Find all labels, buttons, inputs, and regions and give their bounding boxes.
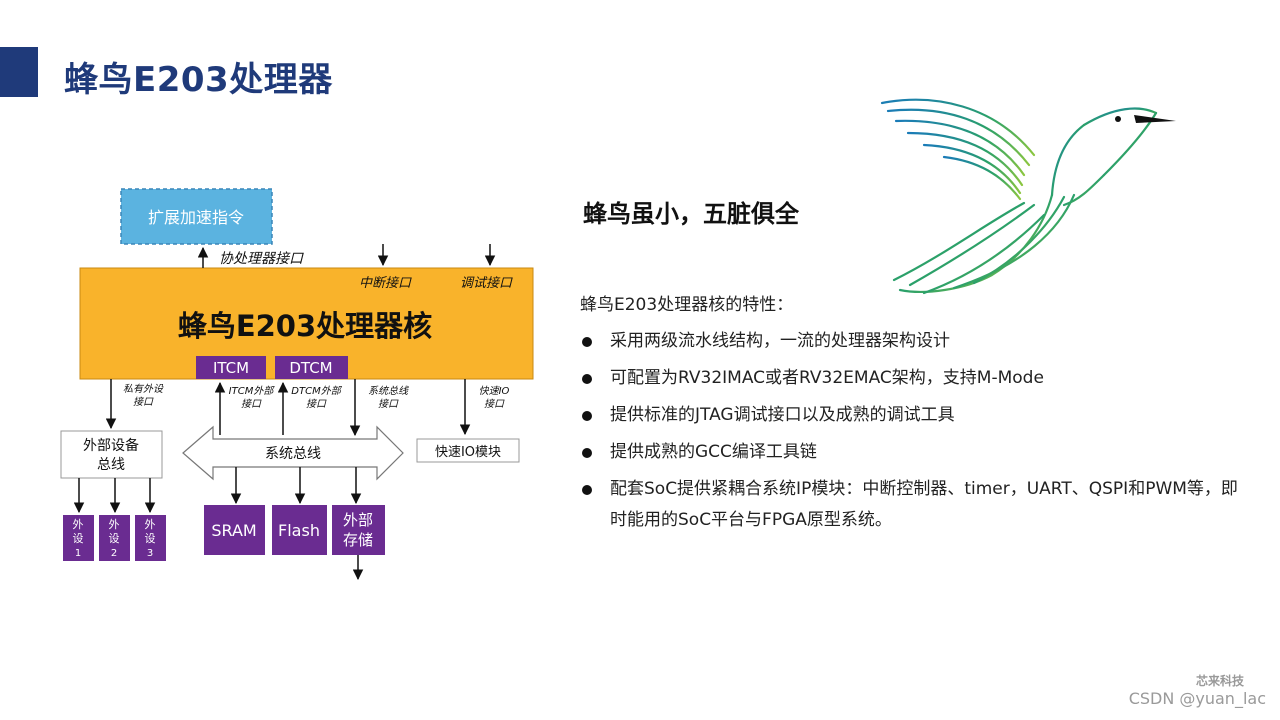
private-periph-if-line2: 接口 — [133, 396, 154, 408]
feature-item: 可配置为RV32IMAC或者RV32EMAC架构，支持M-Mode — [580, 363, 1240, 394]
flash-label: Flash — [278, 521, 320, 540]
debug-if-label: 调试接口 — [460, 276, 513, 291]
ext-storage-line2: 存储 — [343, 531, 373, 549]
sram-box — [204, 505, 265, 555]
features-intro: 蜂鸟E203处理器核的特性： — [580, 295, 794, 315]
ext-instr-label: 扩展加速指令 — [148, 208, 244, 227]
periph3-line1: 外 — [145, 518, 156, 531]
periph2-line2: 设 — [109, 532, 120, 545]
fast-io-module-label: 快速IO模块 — [435, 445, 501, 460]
itcm-ext-if-line1: ITCM外部 — [229, 385, 276, 397]
periph2-box — [99, 515, 130, 561]
watermark: CSDN @yuan_lac — [1128, 689, 1266, 708]
ext-storage-line1: 外部 — [343, 511, 373, 529]
periph2-line3: 2 — [111, 548, 117, 559]
irq-if-label: 中断接口 — [359, 276, 412, 291]
sram-label: SRAM — [211, 521, 256, 540]
feature-item: 提供标准的JTAG调试接口以及成熟的调试工具 — [580, 400, 1240, 431]
sys-bus-if-line1: 系统总线 — [368, 385, 409, 397]
feature-item: 采用两级流水线结构，一流的处理器架构设计 — [580, 326, 1240, 357]
sys-bus-if-line2: 接口 — [378, 398, 399, 410]
itcm-label: ITCM — [213, 359, 249, 377]
coproc-if-label: 协处理器接口 — [219, 251, 304, 267]
periph3-box — [135, 515, 166, 561]
system-bus-arrow — [182, 425, 404, 481]
periph1-line1: 外 — [73, 518, 84, 531]
ext-dev-bus-box — [60, 430, 163, 479]
dtcm-box — [275, 356, 348, 379]
features-list: 采用两级流水线结构，一流的处理器架构设计 可配置为RV32IMAC或者RV32E… — [580, 326, 1240, 542]
brand-logo-text: 芯来科技 — [1196, 674, 1245, 688]
core-label: 蜂鸟E203处理器核 — [178, 309, 432, 343]
system-bus-label: 系统总线 — [265, 446, 321, 462]
feature-item: 配套SoC提供紧耦合系统IP模块：中断控制器、timer，UART、QSPI和P… — [580, 474, 1240, 536]
ext-storage-box — [332, 505, 385, 555]
private-periph-if-line1: 私有外设 — [123, 383, 164, 395]
ext-dev-bus-line2: 总线 — [97, 457, 125, 473]
periph1-line3: 1 — [75, 548, 81, 559]
itcm-box — [196, 356, 266, 379]
hummingbird-logo-icon — [880, 98, 1176, 295]
ext-instr-box — [120, 188, 273, 245]
fast-io-if-line1: 快速IO — [479, 385, 510, 397]
ext-dev-bus-line1: 外部设备 — [83, 437, 139, 454]
periph3-line3: 3 — [147, 548, 153, 559]
feature-item: 提供成熟的GCC编译工具链 — [580, 437, 1240, 468]
dtcm-ext-if-line1: DTCM外部 — [291, 385, 342, 397]
slide-title: 蜂鸟E203处理器 — [64, 60, 333, 100]
periph3-line2: 设 — [145, 532, 156, 545]
periph2-line1: 外 — [109, 518, 120, 531]
itcm-ext-if-line2: 接口 — [241, 398, 262, 410]
fast-io-module-box — [416, 438, 520, 463]
architecture-diagram: 扩展加速指令 蜂鸟E203处理器核 协处理器接口 中断接口 调试接口 ITCM … — [60, 188, 534, 581]
flash-box — [272, 505, 327, 555]
periph1-line2: 设 — [73, 532, 84, 545]
periph1-box — [63, 515, 94, 561]
dtcm-label: DTCM — [289, 359, 332, 377]
dtcm-ext-if-line2: 接口 — [306, 398, 327, 410]
tagline: 蜂鸟虽小，五脏俱全 — [583, 200, 799, 228]
fast-io-if-line2: 接口 — [484, 398, 505, 410]
title-accent-bar — [0, 47, 38, 97]
